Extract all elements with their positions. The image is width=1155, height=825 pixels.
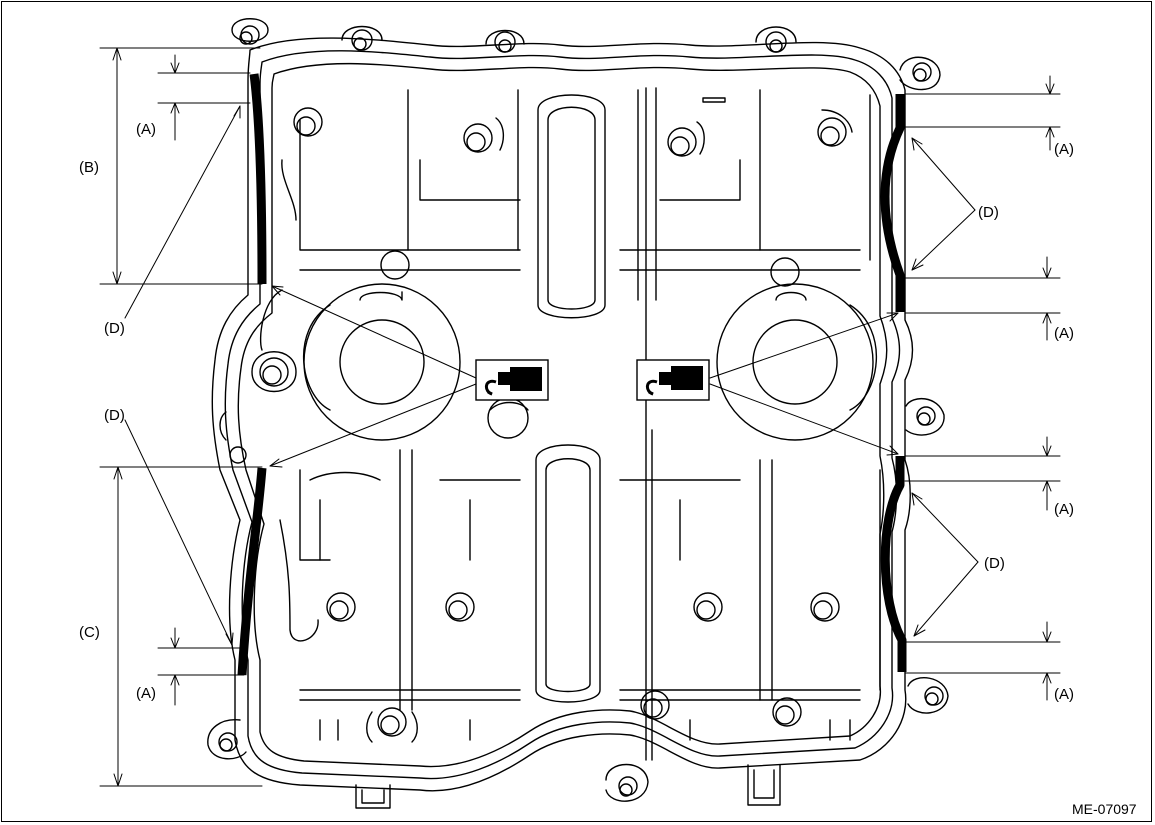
label-a: (A) <box>1054 686 1074 703</box>
label-d: (D) <box>104 320 125 337</box>
label-a: (A) <box>136 685 156 702</box>
application-arrows <box>269 285 899 468</box>
label-a: (A) <box>1054 501 1074 518</box>
label-b: (B) <box>79 159 99 176</box>
label-d: (D) <box>984 555 1005 572</box>
leader-lines <box>124 105 979 646</box>
figure-code: ME-07097 <box>1072 801 1137 817</box>
spark-plug-bores <box>251 250 878 441</box>
bead-right-bottom <box>880 456 907 672</box>
sealant-beads <box>237 73 907 676</box>
dimension-lines <box>99 47 1061 787</box>
bead-left-upper <box>249 73 267 285</box>
label-a: (A) <box>1054 325 1074 342</box>
bead-left-lower <box>237 467 267 676</box>
liquid-gasket-icon <box>636 359 710 401</box>
label-a: (A) <box>1054 141 1074 158</box>
label-c: (C) <box>79 624 100 641</box>
mounting-bosses <box>207 18 949 809</box>
label-d: (D) <box>978 204 999 221</box>
bead-right-top <box>880 94 905 312</box>
liquid-gasket-icon <box>475 359 549 401</box>
interior-ribs <box>259 87 881 761</box>
label-a: (A) <box>136 121 156 138</box>
label-d: (D) <box>104 407 125 424</box>
